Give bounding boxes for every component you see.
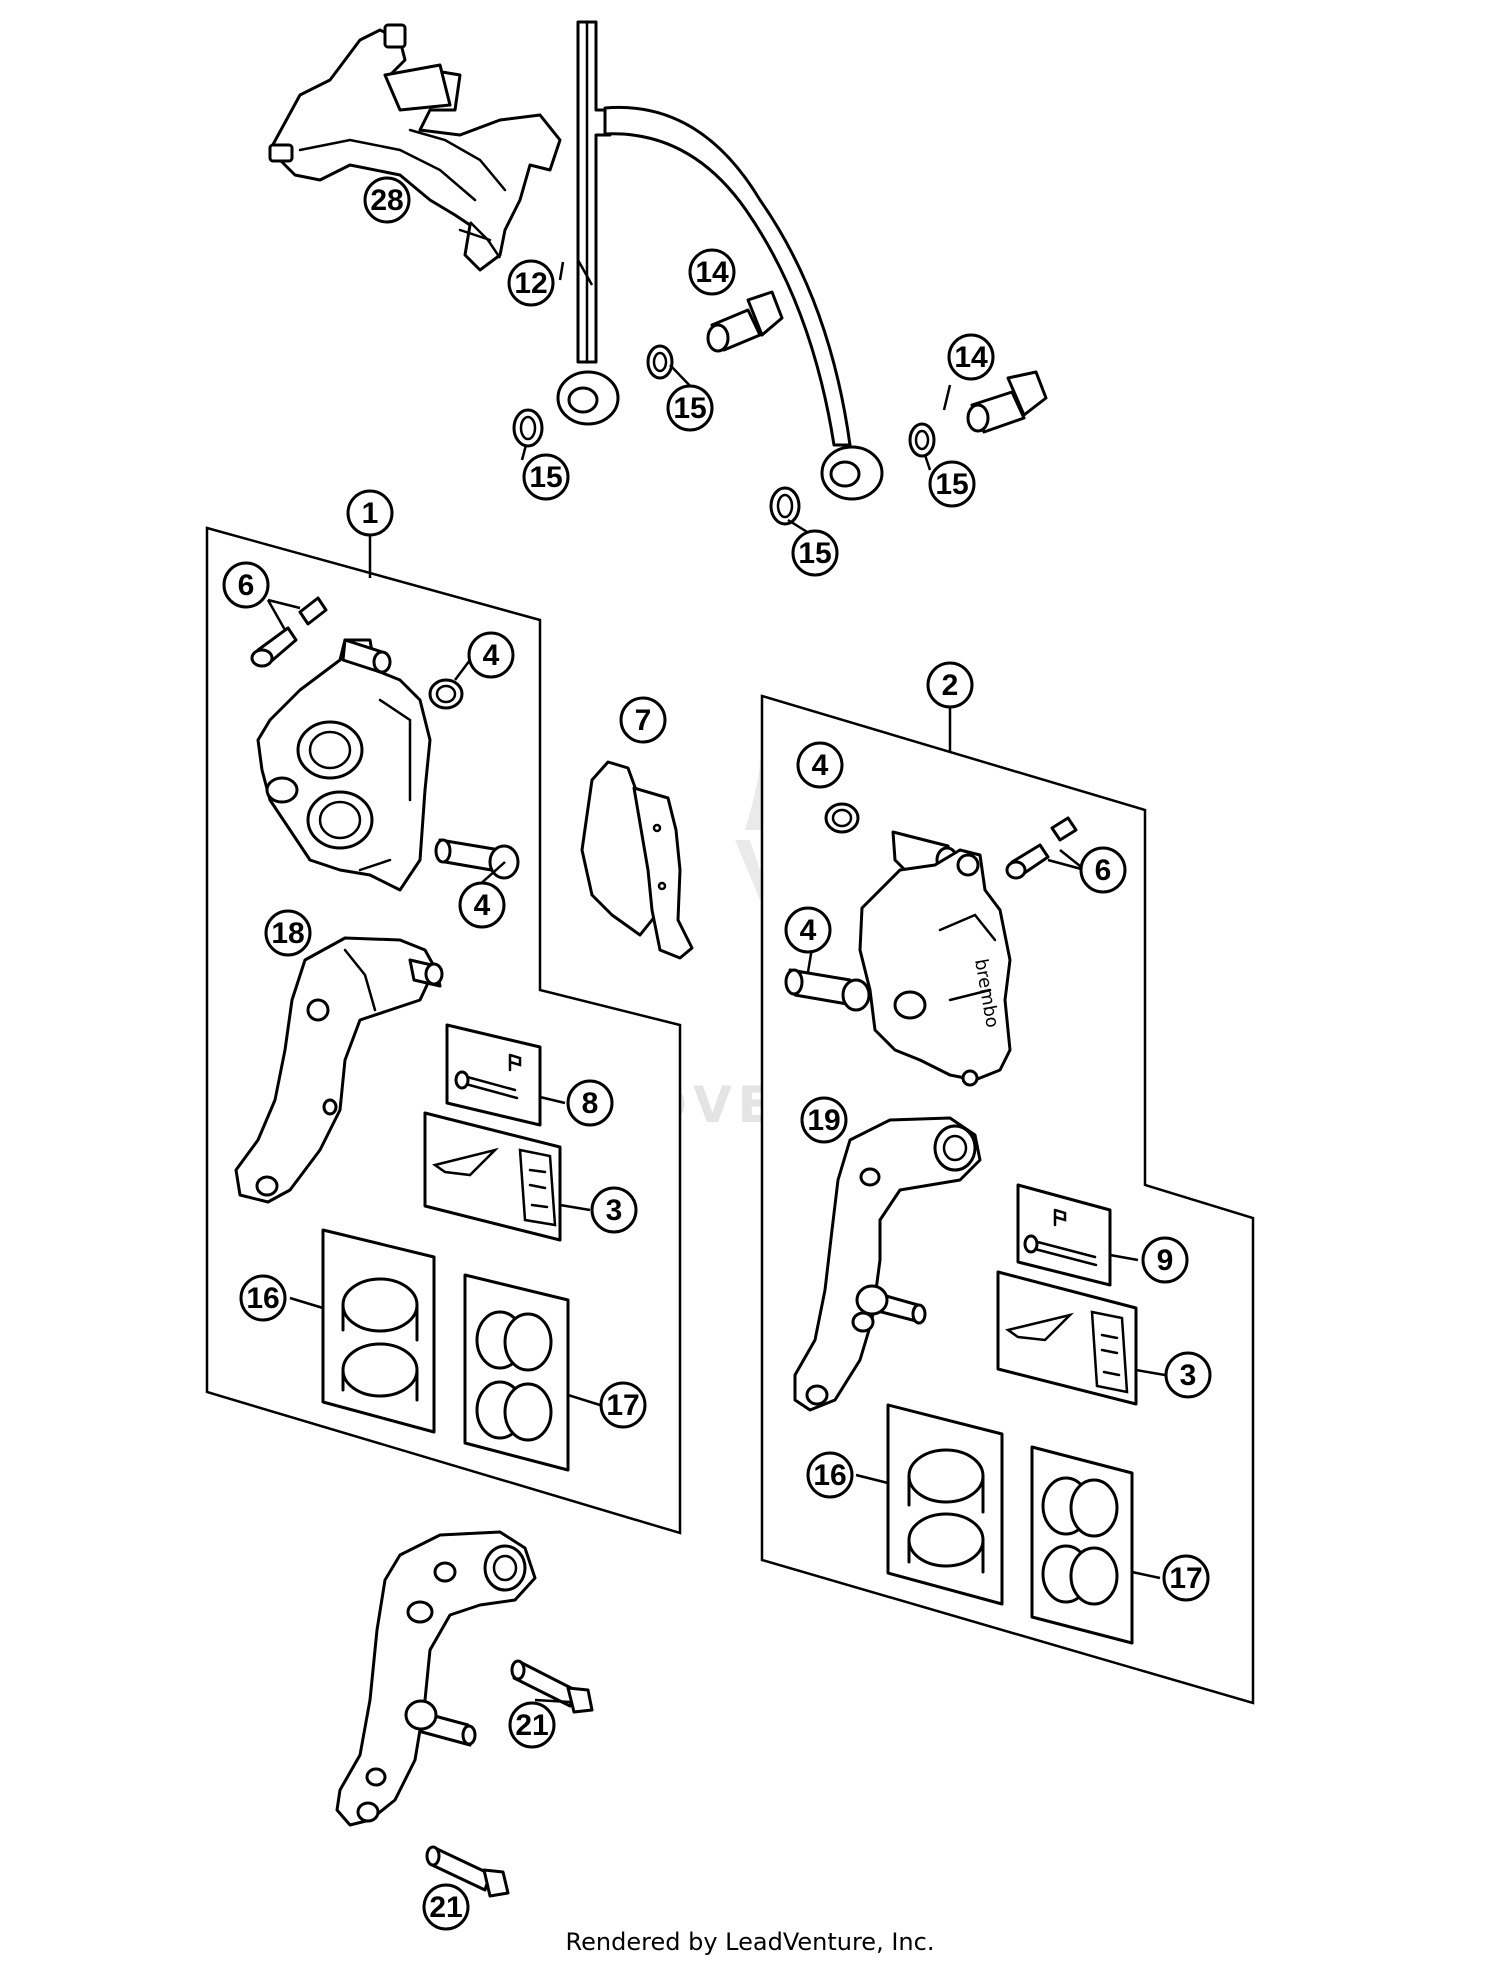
caliper-right: brembo <box>858 830 1012 1087</box>
piston-kit-16-left <box>321 1228 436 1434</box>
callout-15: 15 <box>791 529 839 577</box>
callout-17: 17 <box>599 1381 647 1429</box>
svg-text:17: 17 <box>606 1389 639 1422</box>
callout-15: 15 <box>666 384 714 432</box>
svg-text:15: 15 <box>935 468 968 501</box>
svg-text:6: 6 <box>1095 854 1112 887</box>
callout-1: 1 <box>346 489 394 537</box>
svg-text:14: 14 <box>954 341 988 374</box>
callout-21: 21 <box>422 1883 470 1931</box>
callout-15: 15 <box>522 453 570 501</box>
svg-text:15: 15 <box>798 537 831 570</box>
svg-text:4: 4 <box>800 914 817 947</box>
svg-text:16: 16 <box>813 1459 846 1492</box>
svg-text:7: 7 <box>635 704 652 737</box>
callout-9: 9 <box>1141 1236 1189 1284</box>
svg-text:19: 19 <box>807 1104 840 1137</box>
svg-text:28: 28 <box>370 184 403 217</box>
svg-text:4: 4 <box>474 889 491 922</box>
repair-kit-3-left <box>423 1111 562 1242</box>
callout-12: 12 <box>507 259 555 307</box>
caliper-bracket-18 <box>234 936 444 1204</box>
svg-text:4: 4 <box>812 749 829 782</box>
render-credit: Rendered by LeadVenture, Inc. <box>565 1928 935 1956</box>
repair-kit-3-right <box>996 1270 1138 1406</box>
callout-6: 6 <box>1079 846 1127 894</box>
callout-14: 14 <box>688 248 736 296</box>
svg-text:16: 16 <box>246 1282 279 1315</box>
callout-15: 15 <box>928 460 976 508</box>
callout-3: 3 <box>1164 1351 1212 1399</box>
callout-17: 17 <box>1162 1554 1210 1602</box>
svg-text:6: 6 <box>238 569 255 602</box>
callout-16: 16 <box>806 1451 854 1499</box>
svg-text:2: 2 <box>942 669 959 702</box>
callout-4: 4 <box>467 631 515 679</box>
caliper-bracket-19 <box>793 1116 982 1412</box>
pin-kit-8 <box>445 1023 542 1127</box>
callout-3: 3 <box>590 1186 638 1234</box>
svg-text:3: 3 <box>1180 1359 1197 1392</box>
callout-28: 28 <box>363 176 411 224</box>
svg-text:4: 4 <box>483 639 500 672</box>
svg-text:1: 1 <box>362 497 379 530</box>
svg-text:21: 21 <box>429 1891 462 1924</box>
caliper-left <box>256 638 432 892</box>
callout-2: 2 <box>926 661 974 709</box>
pin-kit-9 <box>1016 1183 1112 1287</box>
callouts: 28 12 14 15 15 14 15 15 1 6 4 4 7 18 8 3… <box>222 176 1212 1931</box>
svg-text:15: 15 <box>529 461 562 494</box>
svg-text:12: 12 <box>514 267 547 300</box>
callout-6: 6 <box>222 561 270 609</box>
bolt-21-lower <box>425 1845 510 1898</box>
bolt-21-upper <box>510 1659 594 1714</box>
bleed-valve-right <box>1005 816 1078 880</box>
brake-pads <box>580 760 694 960</box>
callout-14: 14 <box>947 333 995 381</box>
svg-text:17: 17 <box>1169 1562 1202 1595</box>
brake-hose-assembly <box>512 20 1048 526</box>
callout-8: 8 <box>566 1079 614 1127</box>
callout-4: 4 <box>458 881 506 929</box>
bracket-28 <box>268 23 562 272</box>
svg-text:14: 14 <box>695 256 729 289</box>
callout-18: 18 <box>264 909 312 957</box>
callout-21: 21 <box>508 1701 556 1749</box>
lower-bracket <box>335 1530 537 1827</box>
svg-text:8: 8 <box>582 1087 599 1120</box>
bleed-valve-left <box>250 596 328 668</box>
callout-19: 19 <box>800 1096 848 1144</box>
caliper-bushing-right <box>784 802 871 1012</box>
callout-4: 4 <box>784 906 832 954</box>
svg-text:18: 18 <box>271 917 304 950</box>
callout-16: 16 <box>239 1274 287 1322</box>
callout-7: 7 <box>619 696 667 744</box>
callout-4: 4 <box>796 741 844 789</box>
seal-kit-17-right <box>1030 1445 1134 1645</box>
svg-text:3: 3 <box>606 1194 623 1227</box>
piston-kit-16-right <box>886 1403 1004 1606</box>
svg-text:9: 9 <box>1157 1244 1174 1277</box>
svg-text:21: 21 <box>515 1709 548 1742</box>
seal-kit-17-left <box>463 1273 570 1472</box>
svg-text:15: 15 <box>673 392 706 425</box>
